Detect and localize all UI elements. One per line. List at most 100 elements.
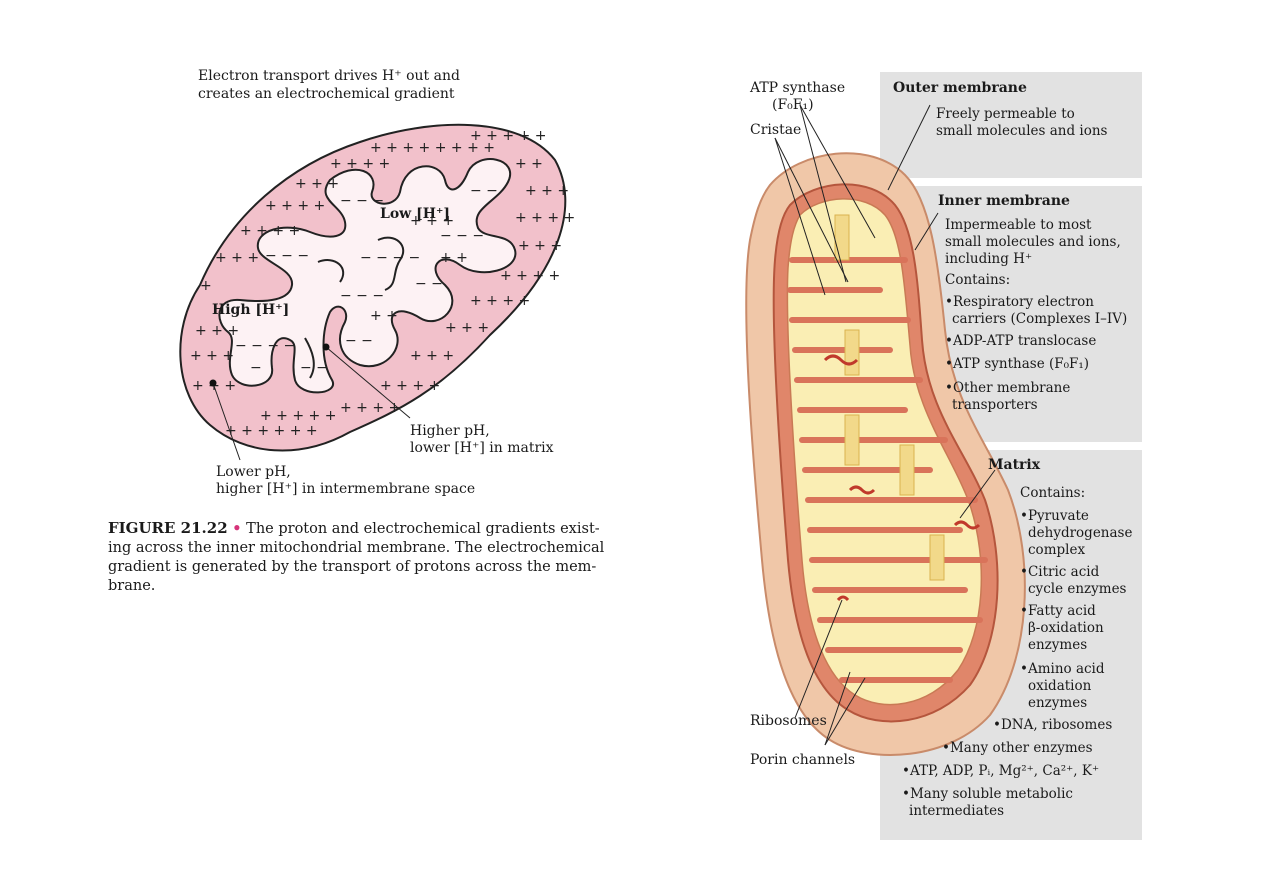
inner-membrane-title: Inner membrane [938, 193, 1070, 209]
plus-sign: + + + [518, 238, 562, 254]
minus-sign: − − − [340, 193, 384, 209]
atp-synthase-knob [899, 444, 915, 496]
matrix-shape [218, 158, 517, 394]
inner-membrane-bullet-cont: transporters [952, 397, 1038, 413]
lower-ph-leader [212, 382, 241, 461]
minus-sign: − − [345, 333, 373, 349]
plus-sign: + + + + + [260, 408, 336, 424]
plus-sign: + + + + [240, 223, 300, 239]
higher-ph-leader [325, 346, 411, 419]
low-h-label: Low [H⁺] [380, 206, 450, 222]
matrix-bottom-bullet: •Many other enzymes [942, 740, 1093, 756]
lower-ph-dot [209, 379, 217, 387]
crista-fold [317, 259, 345, 283]
matrix-bullet-cont: dehydrogenase [1028, 525, 1133, 541]
plus-sign: + + + + + + [225, 423, 318, 439]
lower-ph-label-line-1: Lower pH, [216, 464, 291, 480]
minus-sign: − − − [440, 228, 484, 244]
matrix-bottom-bullet: •Many soluble metabolic [902, 786, 1073, 802]
caption-line-1: The proton and electrochemical gradients… [246, 521, 600, 537]
higher-ph-label-line-1: Higher pH, [410, 423, 490, 439]
atp-synthase-knob [929, 534, 945, 581]
matrix-bullet: •Fatty acid [1020, 603, 1096, 619]
matrix-bullet-cont: cycle enzymes [1028, 581, 1127, 597]
figure-number: FIGURE 21.22 [108, 519, 228, 537]
outer-membrane-title: Outer membrane [893, 80, 1027, 96]
outer-membrane-line-1: Freely permeable to [936, 106, 1075, 122]
figure-caption: FIGURE 21.22 • The proton and electroche… [108, 519, 648, 596]
caption-bullet: • [232, 520, 242, 537]
atp-synthase-units [834, 214, 945, 581]
matrix-leader [959, 469, 996, 519]
matrix-bullet: •Amino acid [1020, 661, 1105, 677]
caption-line-2: ing across the inner mitochondrial membr… [108, 540, 605, 556]
inner-membrane-line-2: small molecules and ions, [945, 234, 1121, 250]
minus-sign: − − [300, 360, 328, 376]
inner-membrane-line-3: including H⁺ [945, 251, 1033, 267]
plus-sign: + + + [215, 250, 259, 266]
atp-synthase-label: ATP synthase [750, 80, 846, 96]
matrix-bullet: •Pyruvate [1020, 508, 1089, 524]
ribosomes-leader [794, 599, 843, 719]
ribosome-chain [823, 354, 859, 366]
inner-membrane-contains: Contains: [945, 272, 1011, 288]
minus-sign: − − − [340, 288, 384, 304]
high-h-label: High [H⁺] [212, 302, 290, 318]
plus-sign: + + + [190, 348, 234, 364]
outer-membrane-line-2: small molecules and ions [936, 123, 1108, 139]
plus-sign: + + + + [380, 378, 440, 394]
plus-signs: + + + + + + + + + + + + + + + + + + + + … [190, 128, 575, 439]
plus-sign: + + + + [330, 156, 390, 172]
plus-sign: + + + + [265, 198, 325, 214]
left-figure-title-line-2: creates an electrochemical gradient [198, 86, 455, 102]
crista-fold [377, 236, 405, 291]
minus-sign: − [250, 360, 262, 376]
minus-sign: − − [415, 276, 443, 292]
lower-ph-label-line-2: higher [H⁺] in intermembrane space [216, 481, 476, 497]
higher-ph-label-line-2: lower [H⁺] in matrix [410, 440, 554, 456]
inner-membrane-bullet: •Respiratory electron [945, 294, 1094, 310]
matrix-bullet-cont: β-oxidation [1028, 620, 1104, 636]
plus-sign: + + + [195, 323, 239, 339]
matrix-bottom-bullet-cont: intermediates [909, 803, 1005, 819]
outer-membrane-leader [887, 104, 931, 191]
plus-sign: + + + [410, 213, 454, 229]
ribosome-chain [848, 485, 876, 495]
ribosome-chains [823, 354, 981, 602]
ribosomes-label: Ribosomes [750, 713, 827, 729]
plus-sign: + + + [410, 348, 454, 364]
atp-synthase-subscript-label: (F₀F₁) [772, 97, 814, 113]
cristae-leader [774, 137, 826, 296]
matrix-bullet: •Citric acid [1020, 564, 1100, 580]
porin-channels-label: Porin channels [750, 752, 856, 768]
atp-synthase-knob [844, 414, 860, 466]
inner-membrane-bullet: •Other membrane [945, 380, 1071, 396]
matrix-bullet-cont: oxidation [1028, 678, 1092, 694]
matrix-bullet-cont: complex [1028, 542, 1086, 558]
atp-synthase-leader [799, 104, 876, 239]
cristae [787, 257, 988, 683]
ribosome-chain [836, 595, 850, 602]
plus-sign: + + [370, 308, 398, 324]
crista-fold [304, 337, 315, 379]
minus-sign: − − − − [360, 250, 420, 266]
matrix-contains: Contains: [1020, 485, 1086, 501]
higher-ph-dot [322, 343, 330, 351]
inner-membrane-bullet-cont: carriers (Complexes I–IV) [952, 311, 1128, 327]
atp-synthase-knob [834, 214, 850, 261]
plus-sign: + + + + + + + + [370, 140, 495, 156]
plus-sign: + + + + [515, 210, 575, 226]
matrix-bullet-cont: enzymes [1028, 637, 1088, 653]
outer-membrane-panel [880, 72, 1142, 178]
left-figure-title-line-1: Electron transport drives H⁺ out and [198, 68, 460, 84]
leader-lines [774, 104, 996, 746]
inner-membrane-bullet: •ADP-ATP translocase [945, 333, 1097, 349]
caption-line-3: gradient is generated by the transport o… [108, 559, 597, 575]
inner-membrane-line-1: Impermeable to most [945, 217, 1092, 233]
porin-leader [824, 677, 866, 746]
inner-membrane-leader [914, 212, 939, 251]
cristae-leader [774, 137, 849, 283]
minus-sign: − − [470, 183, 498, 199]
atp-synthase-leader [799, 104, 847, 283]
